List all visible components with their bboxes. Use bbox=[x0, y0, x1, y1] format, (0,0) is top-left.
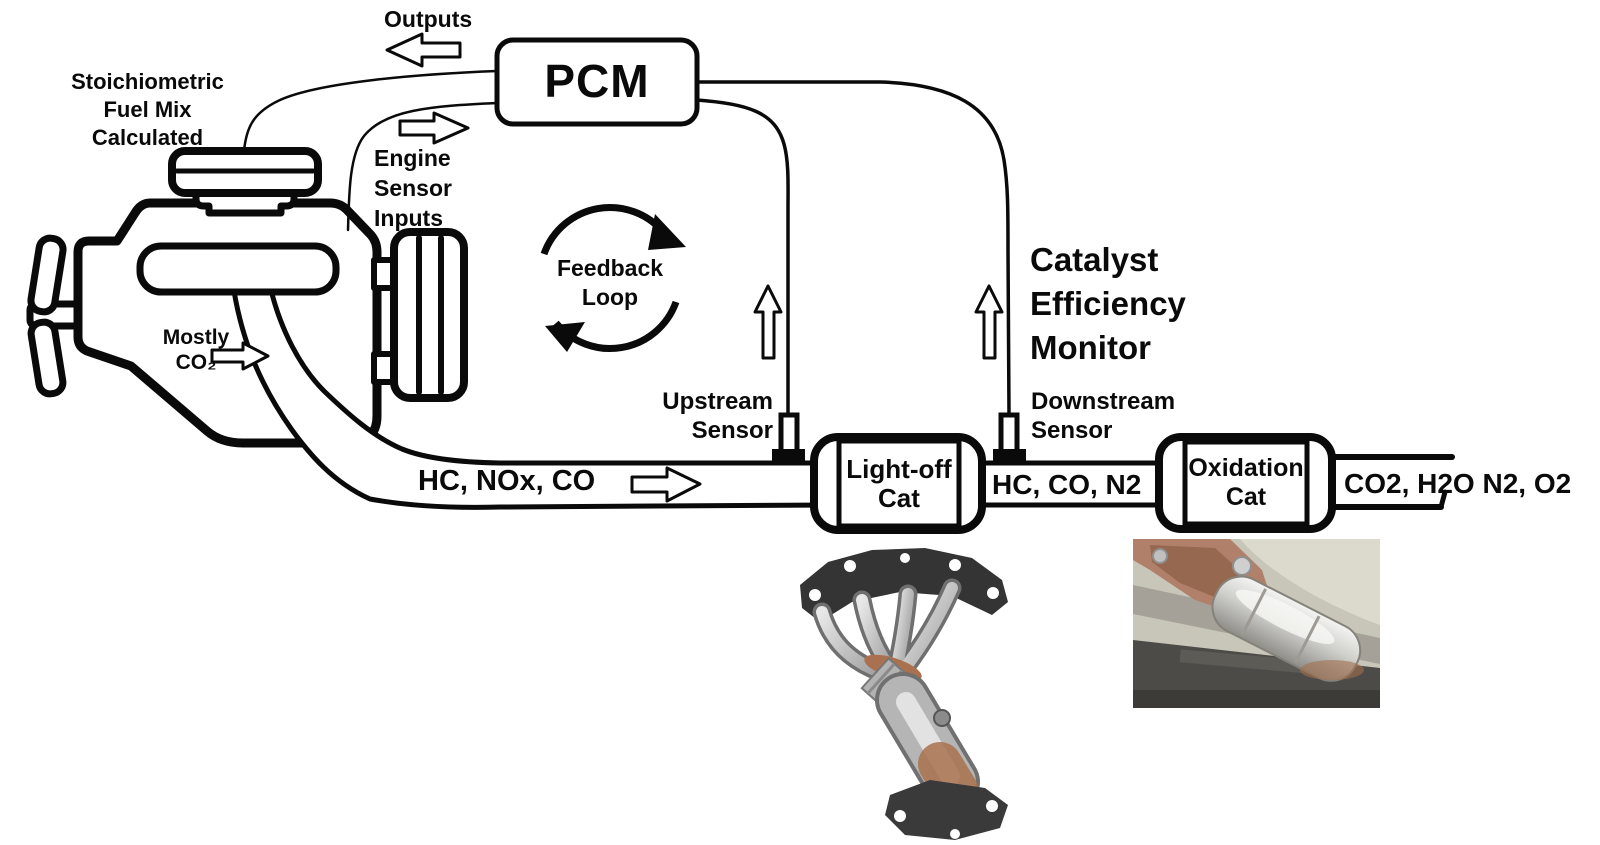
air-cleaner-neck bbox=[192, 188, 298, 217]
outputs-arrow-icon bbox=[385, 32, 462, 68]
manifold-cat-photo bbox=[800, 548, 1008, 840]
mid-cat-gases-label: HC, CO, N2 bbox=[992, 469, 1142, 500]
oxidation-cat-box bbox=[1155, 433, 1336, 533]
transmission-icon bbox=[390, 228, 468, 402]
outputs-label: Outputs bbox=[384, 6, 473, 32]
exhaust-flow-arrow-icon bbox=[630, 466, 702, 503]
upstream-sensor-label: Upstream Sensor bbox=[662, 388, 773, 444]
light-off-cat-box bbox=[810, 433, 986, 534]
downstream-sensor-label: Downstream Sensor bbox=[1031, 388, 1176, 444]
pre-cat-gases-label: HC, NOx, CO bbox=[418, 465, 596, 497]
catalyst-efficiency-monitor-label: Catalyst Efficiency Monitor bbox=[1030, 241, 1186, 366]
pcm-box bbox=[494, 37, 700, 127]
mid-pipe bbox=[970, 460, 1175, 508]
feedback-loop-label: Feedback Loop bbox=[556, 255, 664, 310]
mostly-co2-arrow-icon bbox=[210, 341, 270, 371]
upstream-signal-arrow-icon bbox=[753, 284, 783, 360]
exhaust-pipe bbox=[231, 287, 833, 510]
engine-inputs-arrow-icon bbox=[398, 111, 470, 145]
mostly-co2-label: Mostly CO₂ bbox=[162, 326, 230, 374]
light-off-cat-label: Light-off Cat bbox=[846, 453, 952, 513]
downstream-sensor-icon bbox=[993, 412, 1026, 463]
downstream-sensor-wire bbox=[695, 80, 1011, 416]
downstream-signal-arrow-icon bbox=[974, 284, 1004, 360]
tailpipe-gases-label: CO2, H2O N2, O2 bbox=[1344, 468, 1572, 499]
pcm-input-wire bbox=[346, 101, 499, 232]
pcm-output-wire bbox=[242, 69, 499, 152]
oxidation-cat-label: Oxidation Cat bbox=[1188, 454, 1304, 511]
stoichiometric-label: Stoichiometric Fuel Mix Calculated bbox=[71, 69, 224, 150]
feedback-loop-icon bbox=[540, 203, 686, 353]
upstream-sensor-icon bbox=[772, 412, 805, 463]
undercar-cat-photo bbox=[1133, 539, 1380, 708]
pcm-label: PCM bbox=[544, 55, 650, 108]
tailpipe bbox=[1328, 454, 1455, 510]
valve-cover bbox=[136, 242, 340, 296]
engine-sensor-inputs-label: Engine Sensor Inputs bbox=[374, 145, 452, 231]
upstream-sensor-wire bbox=[695, 98, 790, 416]
